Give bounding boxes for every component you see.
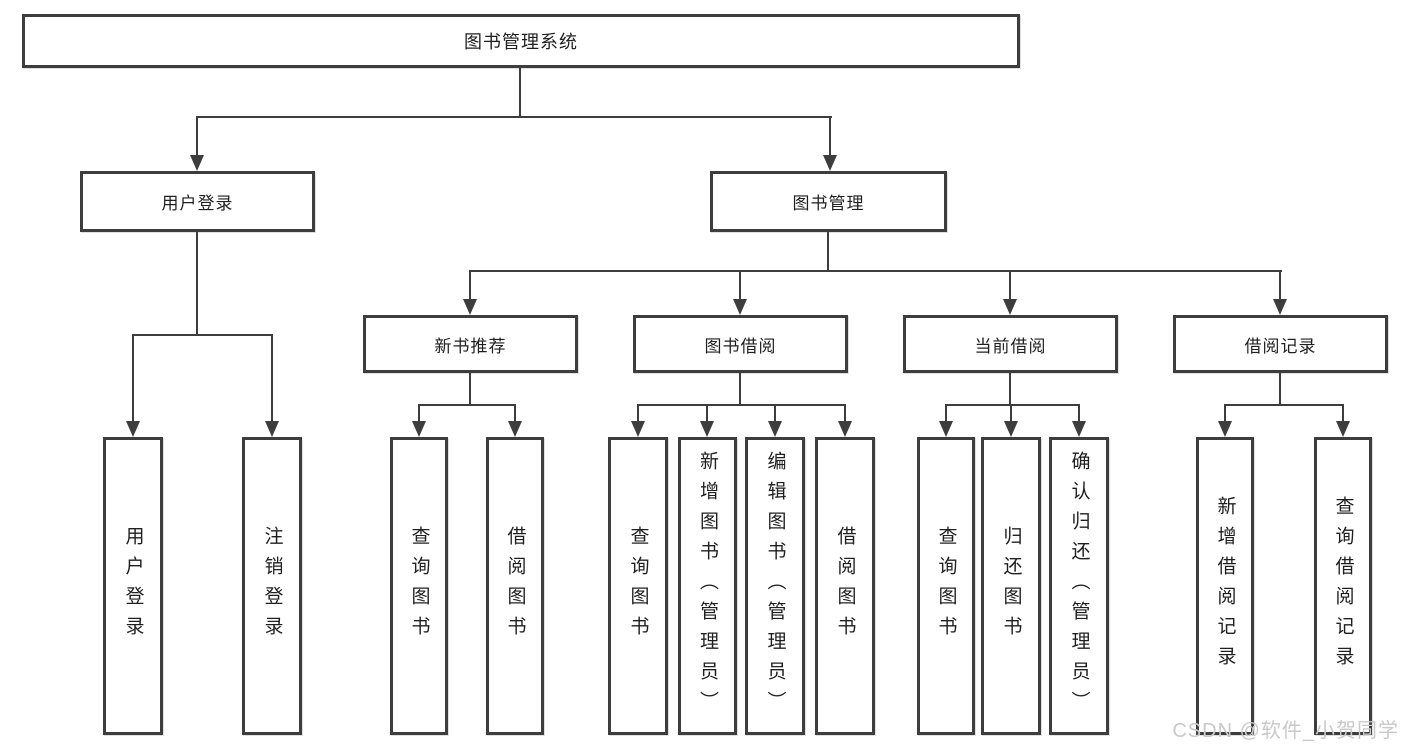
arrowhead-down [1218, 421, 1232, 437]
connector-line [1078, 404, 1080, 421]
leaf-confirm-return-admin-label: 确认归还（管理员） [1068, 451, 1090, 721]
arrowhead-down [631, 421, 645, 437]
leaf-add-book-admin: 新增图书（管理员） [678, 437, 737, 735]
leaf-query-borrow-record: 查询借阅记录 [1314, 437, 1372, 735]
connector-line [706, 404, 708, 421]
node-library-system: 图书管理系统 [22, 14, 1020, 68]
arrowhead-down [823, 155, 837, 171]
leaf-recommend-query-books-label: 查询图书 [408, 526, 430, 646]
node-borrow-records-label: 借阅记录 [1244, 336, 1317, 356]
node-book-management: 图书管理 [710, 171, 947, 232]
arrowhead-down [190, 155, 204, 171]
node-current-borrow-label: 当前借阅 [974, 336, 1047, 356]
leaf-add-borrow-record: 新增借阅记录 [1196, 437, 1254, 735]
node-book-borrow: 图书借阅 [633, 315, 848, 373]
connector-line [945, 404, 1080, 406]
connector-line [774, 404, 776, 421]
leaf-logout-label: 注销登录 [261, 526, 283, 646]
connector-line [1279, 373, 1281, 406]
connector-line [519, 66, 521, 118]
node-new-book-recommend: 新书推荐 [363, 315, 578, 373]
connector-line [469, 373, 471, 406]
arrowhead-down [1004, 421, 1018, 437]
leaf-recommend-borrow-books-label: 借阅图书 [504, 526, 526, 646]
arrowhead-down [700, 421, 714, 437]
leaf-borrow-books-label: 借阅图书 [834, 526, 856, 646]
csdn-watermark: CSDN @软件_小贺同学 [1172, 720, 1399, 742]
leaf-confirm-return-admin: 确认归还（管理员） [1049, 437, 1109, 735]
connector-line [844, 404, 846, 421]
connector-line [196, 116, 198, 155]
leaf-user-login-label: 用户登录 [122, 526, 144, 646]
leaf-query-borrow-record-label: 查询借阅记录 [1332, 496, 1354, 676]
arrowhead-down [1072, 421, 1086, 437]
connector-line [829, 116, 831, 155]
leaf-edit-book-admin: 编辑图书（管理员） [745, 437, 805, 735]
arrowhead-down [508, 421, 522, 437]
arrowhead-down [1003, 299, 1017, 315]
connector-line [637, 404, 846, 406]
arrowhead-down [265, 421, 279, 437]
node-new-book-recommend-label: 新书推荐 [434, 336, 507, 356]
connector-line [469, 270, 1282, 272]
connector-line [196, 232, 198, 336]
leaf-recommend-query-books: 查询图书 [390, 437, 448, 735]
node-book-management-label: 图书管理 [792, 194, 865, 213]
connector-line [637, 404, 639, 421]
connector-line [827, 232, 829, 272]
connector-line [469, 270, 471, 299]
connector-line [1224, 404, 1344, 406]
connector-line [1009, 373, 1011, 406]
arrowhead-down [733, 299, 747, 315]
leaf-logout: 注销登录 [242, 437, 302, 735]
node-borrow-records: 借阅记录 [1173, 315, 1388, 373]
leaf-current-query-books-label: 查询图书 [935, 526, 957, 646]
connector-line [739, 373, 741, 406]
leaf-add-borrow-record-label: 新增借阅记录 [1214, 496, 1236, 676]
node-user-login: 用户登录 [80, 171, 315, 232]
connector-line [1342, 404, 1344, 421]
leaf-add-book-admin-label: 新增图书（管理员） [697, 451, 718, 721]
leaf-user-login: 用户登录 [103, 437, 163, 735]
arrowhead-down [768, 421, 782, 437]
node-user-login-label: 用户登录 [161, 194, 234, 213]
arrowhead-down [412, 421, 426, 437]
connector-line [1010, 404, 1012, 421]
arrowhead-down [1336, 421, 1350, 437]
connector-line [418, 404, 420, 421]
arrowhead-down [838, 421, 852, 437]
arrowhead-down [126, 421, 140, 437]
leaf-return-books-label: 归还图书 [1000, 526, 1022, 646]
leaf-borrow-books: 借阅图书 [815, 437, 875, 735]
connector-line [739, 270, 741, 299]
connector-line [271, 334, 273, 421]
connector-line [132, 334, 273, 336]
connector-line [1279, 270, 1281, 299]
connector-line [196, 116, 832, 118]
leaf-current-query-books: 查询图书 [917, 437, 975, 735]
arrowhead-down [463, 299, 477, 315]
connector-line [514, 404, 516, 421]
connector-line [418, 404, 516, 406]
arrowhead-down [939, 421, 953, 437]
leaf-recommend-borrow-books: 借阅图书 [486, 437, 544, 735]
connector-line [1224, 404, 1226, 421]
node-current-borrow: 当前借阅 [903, 315, 1118, 373]
leaf-borrow-query-books: 查询图书 [608, 437, 668, 735]
connector-line [132, 334, 134, 421]
node-library-system-label: 图书管理系统 [464, 32, 578, 52]
leaf-return-books: 归还图书 [981, 437, 1041, 735]
connector-line [1009, 270, 1011, 299]
leaf-edit-book-admin-label: 编辑图书（管理员） [764, 451, 786, 721]
arrowhead-down [1273, 299, 1287, 315]
node-book-borrow-label: 图书借阅 [704, 336, 777, 356]
connector-line [945, 404, 947, 421]
leaf-borrow-query-books-label: 查询图书 [627, 526, 649, 646]
